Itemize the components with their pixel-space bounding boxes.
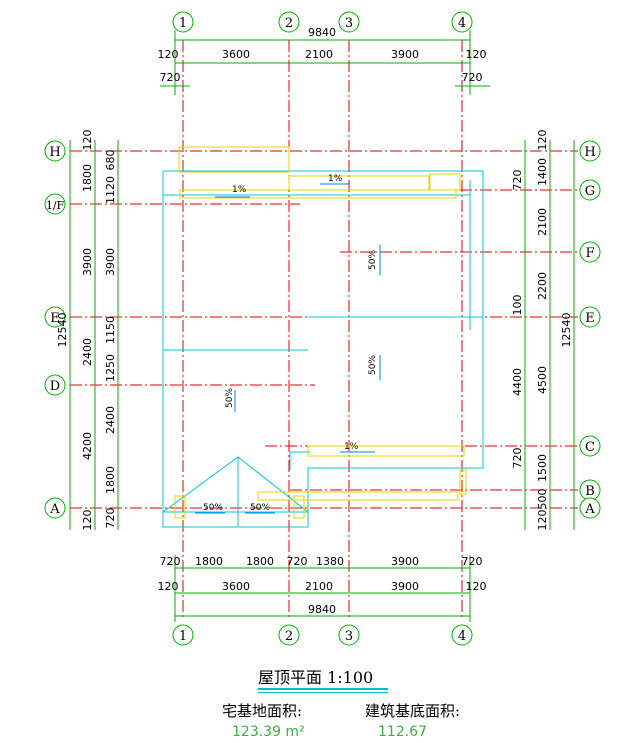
- dim-text: 1250: [104, 354, 117, 382]
- dim-text: 1800: [246, 555, 274, 568]
- dim-text: 2100: [305, 48, 333, 61]
- axis-label-right: F: [585, 246, 594, 261]
- axis-label-right: C: [585, 440, 595, 455]
- title-underline: [258, 692, 388, 693]
- wall-lines: [174, 146, 467, 519]
- dim-text: 120: [536, 510, 549, 531]
- axis-label-left: H: [49, 145, 60, 160]
- dim-text: 2200: [536, 272, 549, 300]
- slope-label: 1%: [328, 174, 343, 184]
- slope-label: 50%: [368, 355, 378, 375]
- dim-text: 1380: [316, 555, 344, 568]
- drawing-title: 屋顶平面 1:100: [258, 668, 374, 687]
- slope-label: 50%: [225, 388, 235, 408]
- dim-text: 120: [466, 48, 487, 61]
- roof-outline: [162, 170, 484, 528]
- slope-label: 1%: [232, 185, 247, 195]
- slope-label: 50%: [203, 503, 223, 513]
- dim-text: 3900: [391, 555, 419, 568]
- building-area-value: 112.67: [378, 724, 427, 740]
- dim-total-bottom: 9840: [308, 603, 336, 616]
- dim-text: 720: [160, 555, 181, 568]
- dim-text: 1150: [104, 316, 117, 344]
- dim-text: 720: [104, 508, 117, 529]
- dim-text: 1800: [81, 164, 94, 192]
- dim-text: 4200: [81, 432, 94, 460]
- axis-label-top: 4: [458, 16, 466, 31]
- roof-plan-drawing: 1 2 3 4 1 2 3 4 H 1/F E D A H G F E C B …: [44, 11, 601, 646]
- axis-label-top: 1: [179, 16, 187, 31]
- dim-text: 3600: [222, 48, 250, 61]
- axis-label-left: E: [50, 311, 60, 326]
- axis-label-right: B: [585, 484, 595, 499]
- dim-text: 3900: [391, 580, 419, 593]
- slope-label: 50%: [250, 503, 270, 513]
- axis-label-left: A: [49, 502, 60, 517]
- axis-label-bottom: 1: [179, 629, 187, 644]
- dim-text: 720: [462, 71, 483, 84]
- slope-arrows: [195, 183, 381, 514]
- dim-text: 120: [158, 48, 179, 61]
- dim-text: 120: [536, 130, 549, 151]
- dim-text: 3900: [81, 248, 94, 276]
- axis-label-right: A: [584, 502, 595, 517]
- slope-label: 1%: [344, 442, 359, 452]
- dim-total-left: 12540: [56, 313, 69, 348]
- axis-label-left: D: [50, 379, 60, 394]
- axis-label-bottom: 4: [458, 629, 466, 644]
- axis-label-top: 3: [345, 16, 353, 31]
- dim-text: 3600: [222, 580, 250, 593]
- dim-text: 1800: [104, 466, 117, 494]
- dim-text: 3900: [104, 248, 117, 276]
- dim-text: 720: [511, 448, 524, 469]
- axis-label-right: H: [584, 145, 595, 160]
- axis-label-bottom: 2: [285, 629, 293, 644]
- slope-label: 50%: [368, 250, 378, 270]
- dim-text: 2400: [104, 406, 117, 434]
- dim-text: 1400: [536, 158, 549, 186]
- dim-text: 2400: [81, 338, 94, 366]
- dim-text: 3900: [391, 48, 419, 61]
- dim-text: 1800: [195, 555, 223, 568]
- dim-text: 120: [466, 580, 487, 593]
- dim-text: 120: [158, 580, 179, 593]
- dimension-lines: [69, 30, 575, 622]
- dim-text: 720: [287, 555, 308, 568]
- dim-total-right: 12540: [560, 313, 573, 348]
- dim-total-top: 9840: [308, 26, 336, 39]
- dim-text: 720: [160, 71, 181, 84]
- dim-text: 500: [536, 489, 549, 510]
- dim-text: 4400: [511, 368, 524, 396]
- dim-text: 2100: [305, 580, 333, 593]
- dim-text: 720: [462, 555, 483, 568]
- axis-label-right: G: [585, 184, 595, 199]
- site-area-label: 宅基地面积:: [222, 702, 303, 720]
- dim-text: 2100: [536, 208, 549, 236]
- axis-bubbles: [44, 11, 601, 646]
- site-area-value: 123.39 m²: [232, 724, 305, 740]
- building-area-label: 建筑基底面积:: [365, 702, 461, 720]
- dim-text: 680: [104, 150, 117, 171]
- title-underline: [258, 688, 388, 690]
- dim-text: 100: [511, 295, 524, 316]
- axis-label-top: 2: [285, 16, 293, 31]
- dim-text: 720: [511, 170, 524, 191]
- axis-label-right: E: [585, 311, 595, 326]
- dim-text: 4500: [536, 366, 549, 394]
- dim-text: 1120: [104, 176, 117, 204]
- dim-text: 120: [81, 130, 94, 151]
- axis-label-left: 1/F: [46, 199, 65, 212]
- dim-text: 120: [81, 510, 94, 531]
- axis-label-bottom: 3: [345, 629, 353, 644]
- dim-text: 1500: [536, 454, 549, 482]
- axis-lines: [70, 40, 578, 620]
